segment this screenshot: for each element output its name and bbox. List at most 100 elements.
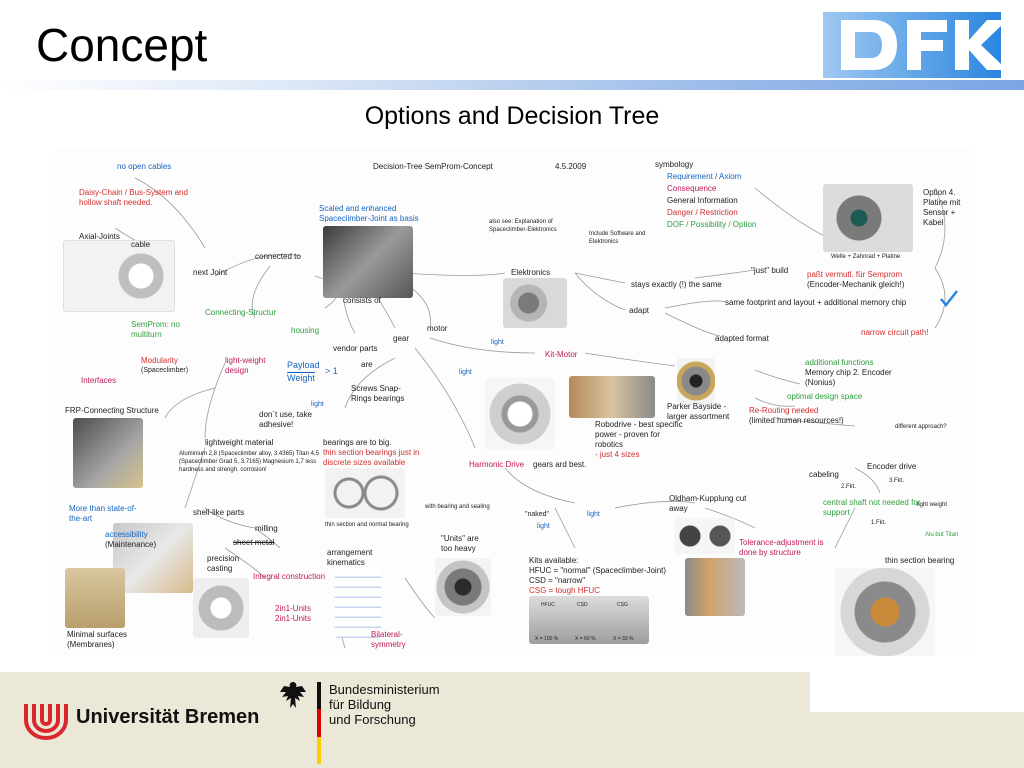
node-kit-label-hfuc: HFUC <box>541 602 555 608</box>
decision-tree-diagram: Decision-Tree SemProm-Concept 4.5.2009 s… <box>55 148 975 656</box>
kits-comparison-photo <box>529 596 649 644</box>
node-next-joint: next Joint <box>193 268 228 277</box>
node-kit-label-csd: CSD <box>577 602 588 608</box>
symbology-dof: DOF / Possibility / Option <box>667 220 757 229</box>
node-thin-section-bearings: thin section bearings just in discrete s… <box>323 448 420 467</box>
footer-white-box <box>810 672 1024 712</box>
node-modularity: Modularity <box>141 356 178 365</box>
node-with-bearing-sealing: with bearing and sealing <box>425 504 490 510</box>
node-kit-pct-33: X = 33 % <box>613 636 634 642</box>
node-just-build: "just" build <box>751 266 789 275</box>
symbology-danger: Danger / Restriction <box>667 208 738 217</box>
node-payload: Payload <box>287 360 320 370</box>
node-1fkt: 1.Fkt. <box>871 520 887 526</box>
symbology-general-info: General Information <box>667 196 738 205</box>
node-spaceclimber: (Spaceclimber) <box>141 367 189 374</box>
minimal-surfaces-photo <box>65 568 125 628</box>
node-kit-pct-100: X = 100 % <box>535 636 559 642</box>
node-option4: Option 4. Platine mit Sensor + Kabel <box>923 188 961 227</box>
node-kit-motor: Kit-Motor <box>545 350 578 359</box>
german-flag-bar <box>317 682 321 764</box>
node-see-explanation: also see: Explanation of Spaceclimber-El… <box>489 219 557 233</box>
node-arrangement-kinematics: arrangement kinematics <box>327 548 373 567</box>
node-stays-same: stays exactly (!) the same <box>631 280 722 289</box>
ministry-line-1: Bundesministerium <box>329 682 440 697</box>
university-name: Universität Bremen <box>76 706 260 728</box>
node-no-open-cables: no open cables <box>117 162 172 171</box>
node-kit-pct-60: X = 60 % <box>575 636 596 642</box>
node-naked: "naked" <box>525 511 550 518</box>
ministry-name: Bundesministerium für Bildung und Forsch… <box>329 682 440 727</box>
node-vendor-parts: vendor parts <box>333 344 378 353</box>
spaceclimber-joint-render <box>323 226 413 298</box>
precision-casting-photo <box>193 578 249 638</box>
node-scaled-joint: Scaled and enhanced Spaceclimber-Joint a… <box>319 204 419 223</box>
node-adapted-format: adapted format <box>715 334 769 343</box>
node-accessibility: accessibility <box>105 530 148 539</box>
node-units-too-heavy: "Units" are too heavy <box>441 534 479 553</box>
node-2fkt: 2.Fkt. <box>841 484 857 490</box>
node-connecting-structur: Connecting-Structur <box>205 308 277 317</box>
tolerance-adjustment-render <box>685 558 745 616</box>
node-just-4-sizes: - just 4 sizes <box>595 450 640 459</box>
node-minimal-surfaces: Minimal surfaces (Membranes) <box>67 630 128 649</box>
ministry-line-3: und Forschung <box>329 712 416 727</box>
node-material-list: Aluminium 2,8 (Spaceclimber alloy, 3.436… <box>179 451 319 473</box>
node-light-weight: light weight <box>917 502 948 508</box>
option4-render <box>823 184 913 252</box>
symbology-title: symbology <box>655 160 694 169</box>
node-elektronics: Elektronics <box>511 268 551 277</box>
node-welle-zahnrad: Welle + Zahnrad + Platine <box>831 254 901 260</box>
symbology-consequence: Consequence <box>667 184 717 193</box>
node-frp-structure: FRP-Connecting Structure <box>65 406 159 415</box>
node-motor: motor <box>427 324 448 333</box>
node-encoder-mechanik: (Encoder-Mechanik gleich!) <box>807 280 905 289</box>
node-oldham-kupplung: Oldham-Kupplung cut away <box>669 494 747 513</box>
node-tolerance-adjustment: Tolerance-adjustment is done by structur… <box>739 538 824 557</box>
node-lightweight-material: lightweight material <box>205 438 274 447</box>
node-limited-resources: (limited human resources!) <box>749 416 844 425</box>
parker-bayside-photo <box>677 358 715 404</box>
node-narrow-circuit: narrow circuit path! <box>861 328 929 337</box>
oldham-coupling-photo <box>675 518 735 554</box>
node-thin-section-bearing: thin section bearing <box>885 556 955 565</box>
node-gear: gear <box>393 334 410 343</box>
federal-eagle-icon <box>280 682 306 708</box>
node-greater-than-one: > 1 <box>325 366 338 376</box>
node-csd: CSD = "narrow" <box>529 576 586 585</box>
node-semprom: SemProm: no multiturn <box>131 320 180 339</box>
node-hfuc: HFUC = "normal" (Spaceclimber-Joint) <box>529 566 667 575</box>
node-include-software: Include Software and Elektronics <box>589 231 646 245</box>
node-kit-label-csg: CSG <box>617 602 628 608</box>
node-central-shaft: central shaft not needed for support <box>823 498 921 517</box>
node-light-4: light <box>537 523 550 530</box>
elektronics-photo <box>503 278 567 328</box>
node-different-approach: different approach? <box>895 424 947 430</box>
node-daisy-chain: Daisy-Chain / Bus-System and hollow shaf… <box>79 188 188 207</box>
node-shell-like-parts: shell-like parts <box>193 508 245 517</box>
diagram-header: Decision-Tree SemProm-Concept <box>373 162 493 171</box>
node-memory-chip: Memory chip 2. Encoder (Nonius) <box>805 368 892 387</box>
node-connected-to: connected to <box>255 252 301 261</box>
thin-section-bearing-render <box>835 568 935 656</box>
node-csg: CSG = tough HFUC <box>529 586 600 595</box>
node-harmonic-drive: Harmonic Drive <box>469 460 525 469</box>
node-3fkt: 3.Fkt. <box>889 478 905 484</box>
node-light-5: light <box>587 511 600 518</box>
node-kits-available: Kits available: <box>529 556 579 565</box>
node-interfaces: Interfaces <box>81 376 117 385</box>
slide-subtitle: Options and Decision Tree <box>364 102 660 130</box>
node-encoder-drive: Encoder drive <box>867 462 917 471</box>
node-light-weight-design: light-weight design <box>225 356 266 375</box>
node-screws: Screws Snap-Rings bearings <box>351 384 405 403</box>
checkmark-icon <box>940 290 958 307</box>
axial-joint-sketch <box>63 240 175 312</box>
harmonic-drive-render <box>485 378 555 450</box>
node-additional-functions: additional functions <box>805 358 874 367</box>
dfki-logo-icon <box>823 12 1001 78</box>
node-axial-joints: Axial-Joints <box>79 232 120 241</box>
node-maintenance: (Maintenance) <box>105 540 157 549</box>
accessibility-part-photo <box>113 523 193 593</box>
node-consists-of: consists of <box>343 296 381 305</box>
node-bilateral-symmetry: Bilateral-symmetry <box>371 630 406 649</box>
